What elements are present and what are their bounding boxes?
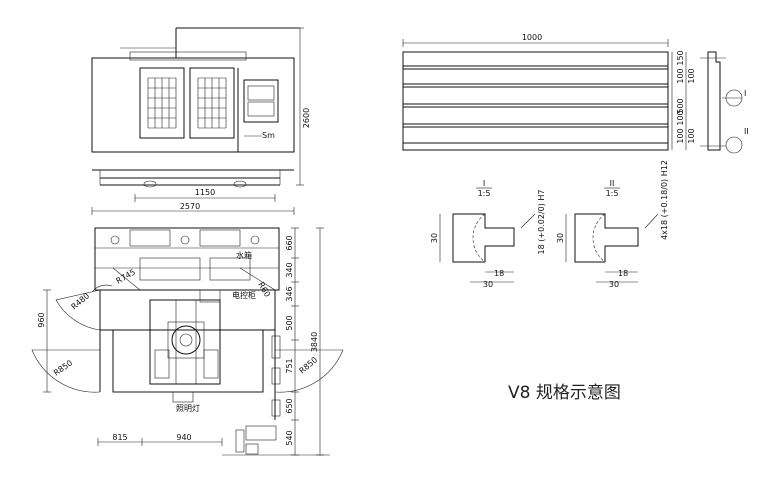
dim-340: 340 — [285, 262, 294, 277]
table-dim-100d: 100 — [676, 128, 685, 143]
front-height-dim: 2600 — [302, 108, 311, 128]
dim-751: 751 — [285, 358, 294, 373]
detail-I-scale: 1:5 — [478, 189, 491, 198]
table-dim-500: 500 — [676, 98, 685, 113]
water-tank-label: 水箱 — [236, 250, 252, 260]
dim-500: 500 — [285, 315, 294, 330]
lamp-label: 照明灯 — [176, 403, 200, 413]
table-dim-100c: 100 — [676, 110, 685, 125]
dim-1150: 1150 — [195, 188, 215, 197]
table-width-dim: 1000 — [522, 33, 542, 42]
detail-II-height: 30 — [556, 233, 565, 243]
front-elevation: 2600 Sm — [91, 27, 311, 188]
dim-815: 815 — [112, 433, 127, 442]
drawing-title: V8 规格示意图 — [508, 383, 621, 403]
callout-II: II — [744, 127, 749, 136]
dim-540: 540 — [285, 430, 294, 445]
plan-view: 水箱 电控柜 照明灯 R480 R850 R850 R745 R60 — [31, 227, 344, 456]
dim-2570: 2570 — [180, 202, 200, 211]
detail-II-slot: 4x18 (+0.18/0) H12 — [660, 160, 669, 240]
radius-top-a: R745 — [115, 268, 138, 286]
detail-I-dim-18: 18 — [494, 269, 504, 278]
dim-960: 960 — [37, 312, 46, 327]
dim-650: 650 — [285, 398, 294, 413]
control-cabinet-label: 电控柜 — [232, 290, 256, 300]
detail-II-dim-30: 30 — [609, 280, 619, 289]
dim-940: 940 — [176, 433, 191, 442]
table-dim-100b: 100 — [687, 68, 696, 83]
detail-I-label: I — [483, 179, 485, 188]
detail-I-dim-30: 30 — [483, 280, 493, 289]
detail-I-height: 30 — [430, 233, 439, 243]
detail-II: II 1:5 30 4x18 (+0.18/0) H12 18 30 — [556, 160, 669, 289]
table-dim-100a: 100 — [676, 68, 685, 83]
radius-right: R850 — [298, 355, 320, 375]
table-dim-100e: 100 — [687, 128, 696, 143]
radius-left: R850 — [52, 358, 74, 377]
detail-II-label: II — [610, 179, 615, 188]
radius-left-top: R480 — [70, 291, 92, 311]
detail-II-scale: 1:5 — [606, 189, 619, 198]
dim-660: 660 — [285, 235, 294, 250]
dim-3840: 3840 — [310, 332, 319, 352]
overall-width-dims: 1150 2570 — [91, 188, 295, 215]
detail-I: I 1:5 30 18 (+0.02/0) H7 18 30 — [430, 179, 546, 289]
cabinet-label: Sm — [262, 131, 275, 140]
detail-II-dim-18: 18 — [618, 269, 628, 278]
dim-346: 346 — [285, 286, 294, 301]
table-dim-150: 150 — [676, 50, 685, 65]
detail-I-slot: 18 (+0.02/0) H7 — [537, 190, 546, 255]
worktable-view: 1000 150 100 100 500 100 100 100 I II — [402, 33, 749, 154]
callout-I: I — [744, 89, 746, 98]
